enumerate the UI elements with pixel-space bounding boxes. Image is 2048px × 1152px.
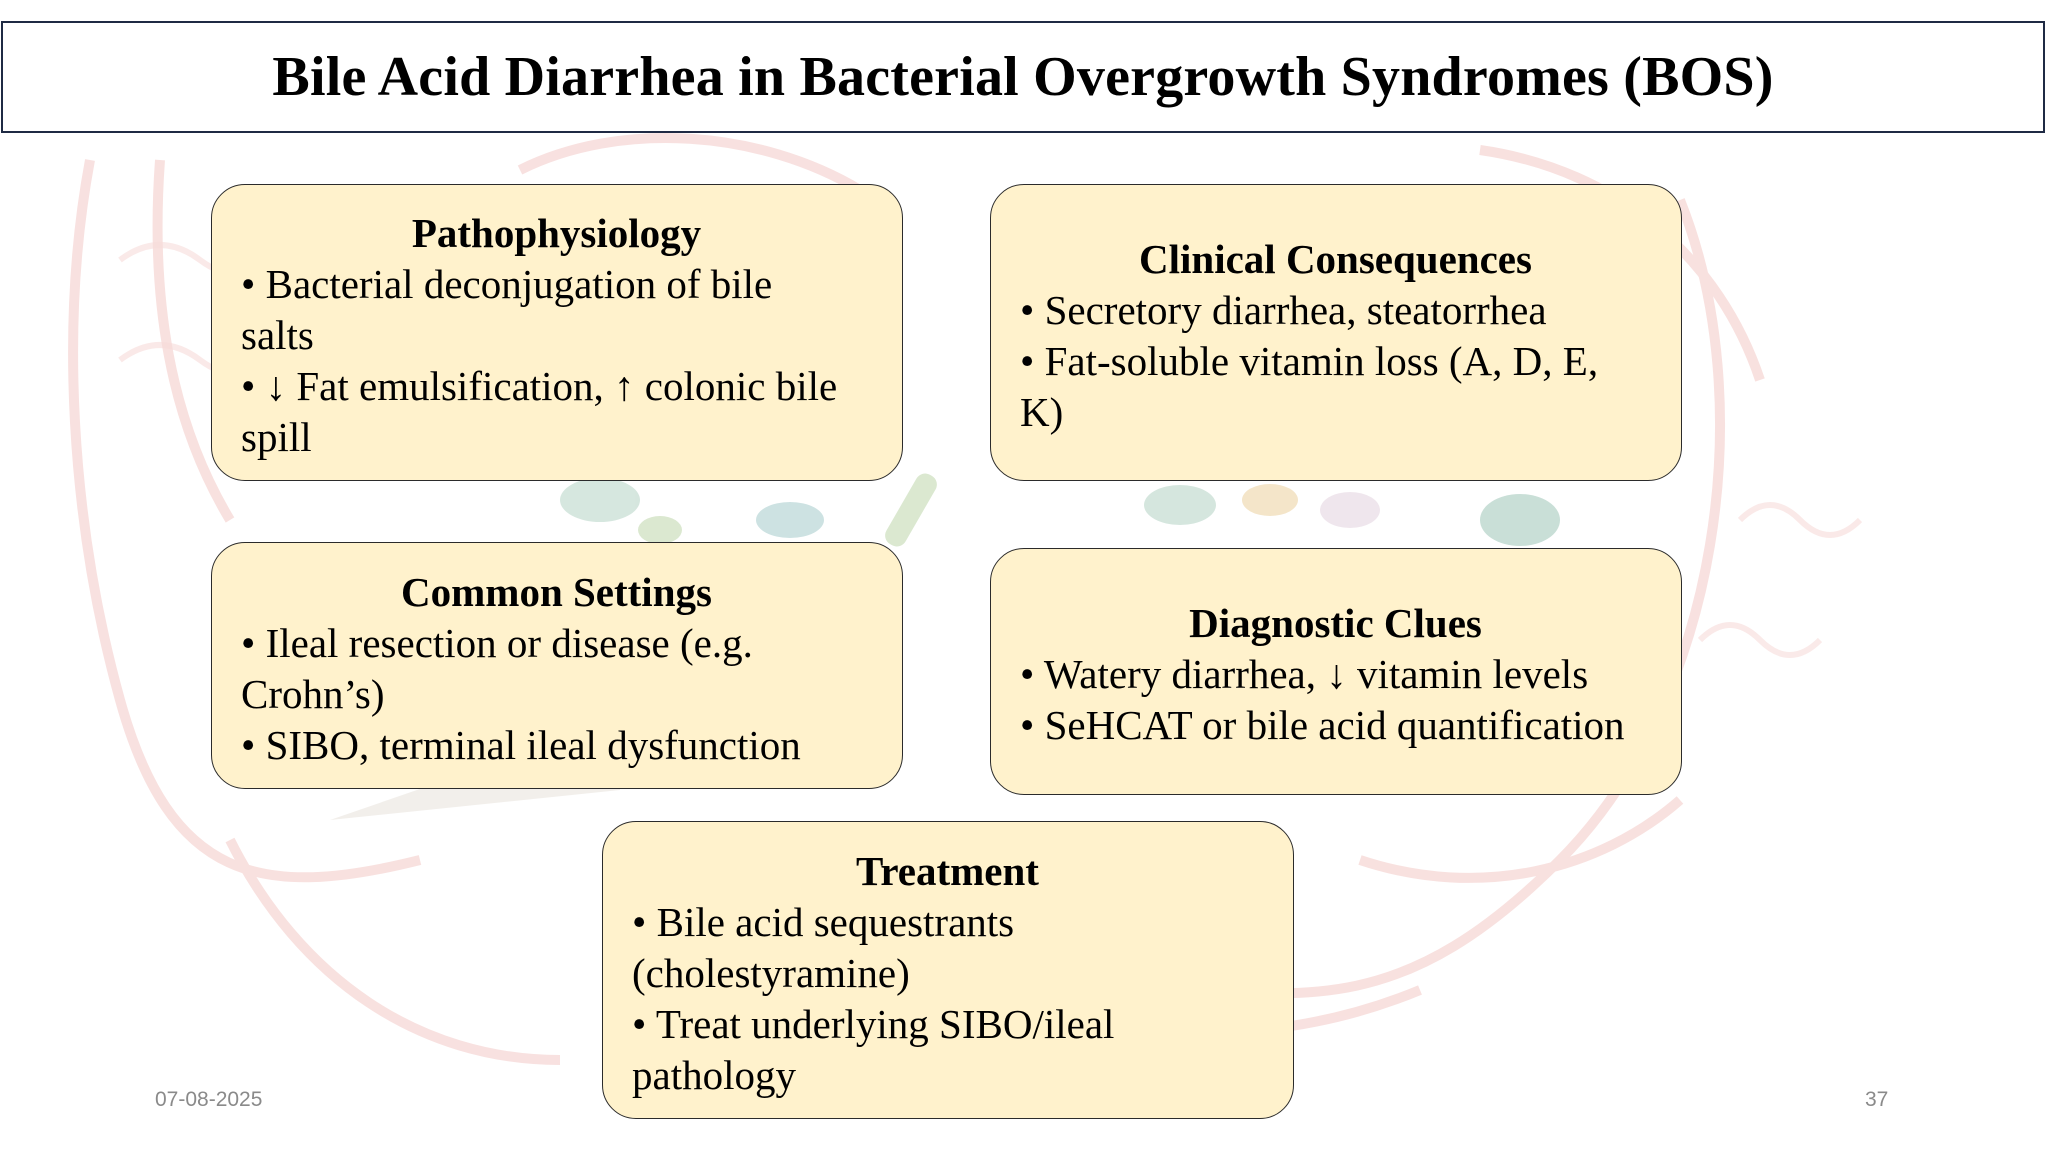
title-bar: Bile Acid Diarrhea in Bacterial Overgrow… bbox=[1, 21, 2045, 133]
pathophysiology-line: • ↓ Fat emulsification, ↑ colonic bile bbox=[241, 363, 838, 409]
treatment-line: pathology bbox=[632, 1051, 796, 1098]
common-settings-card: Common Settings • Ileal resection or dis… bbox=[211, 542, 903, 789]
slide-title: Bile Acid Diarrhea in Bacterial Overgrow… bbox=[272, 46, 1774, 108]
common-settings-line: • Ileal resection or disease (e.g. bbox=[241, 619, 753, 666]
treatment-line: (cholestyramine) bbox=[632, 949, 910, 996]
common-settings-line: • SIBO, terminal ileal dysfunction bbox=[241, 721, 801, 768]
clinical-consequences-line: K) bbox=[1020, 388, 1064, 435]
common-settings-line: Crohn’s) bbox=[241, 670, 385, 717]
diagnostic-clues-line: • SeHCAT or bile acid quantification bbox=[1020, 702, 1625, 748]
pathophysiology-line: • Bacterial deconjugation of bile bbox=[241, 261, 773, 307]
treatment-line: • Bile acid sequestrants bbox=[632, 898, 1015, 945]
pathophysiology-card: Pathophysiology • Bacterial deconjugatio… bbox=[211, 184, 903, 481]
pathophysiology-heading: Pathophysiology bbox=[411, 210, 702, 256]
clinical-consequences-heading: Clinical Consequences bbox=[1139, 235, 1532, 282]
pathophysiology-line: salts bbox=[241, 312, 314, 358]
diagnostic-clues-heading: Diagnostic Clues bbox=[1189, 600, 1482, 646]
treatment-heading: Treatment bbox=[856, 847, 1039, 894]
treatment-card: Treatment • Bile acid sequestrants (chol… bbox=[602, 821, 1294, 1119]
treatment-line: • Treat underlying SIBO/ileal bbox=[632, 1000, 1115, 1047]
clinical-consequences-card: Clinical Consequences • Secretory diarrh… bbox=[990, 184, 1682, 481]
diagnostic-clues-line: • Watery diarrhea, ↓ vitamin levels bbox=[1020, 651, 1589, 697]
slide-page-number: 37 bbox=[1865, 1088, 1889, 1111]
slide-date: 07-08-2025 bbox=[155, 1088, 263, 1111]
clinical-consequences-line: • Fat-soluble vitamin loss (A, D, E, bbox=[1020, 337, 1599, 384]
clinical-consequences-line: • Secretory diarrhea, steatorrhea bbox=[1020, 286, 1547, 333]
pathophysiology-line: spill bbox=[241, 414, 312, 460]
diagnostic-clues-card: Diagnostic Clues • Watery diarrhea, ↓ vi… bbox=[990, 548, 1682, 795]
common-settings-heading: Common Settings bbox=[401, 568, 712, 615]
